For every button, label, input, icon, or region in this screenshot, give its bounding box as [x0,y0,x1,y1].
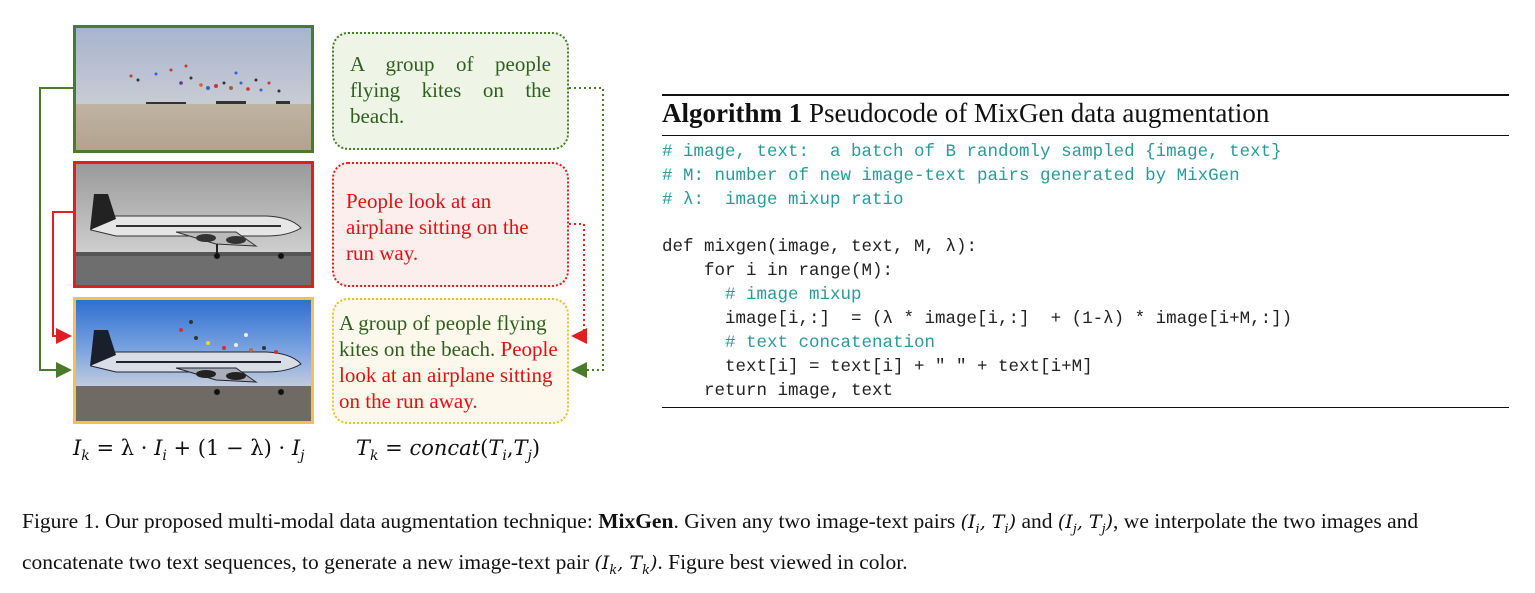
connector-arrows [39,87,604,378]
image-airplane [73,161,314,288]
text-box-caption-k: A group of people flying kites on the be… [332,298,569,424]
algorithm-mid-rule [662,135,1509,136]
caption-k-red-text: People look at an airplane sitting on th… [339,337,558,413]
image-mixed [73,297,314,424]
code-line: for i in range(M): [662,261,894,281]
caption-j-text: People look at an airplane sitting on th… [346,189,529,265]
algorithm-title: Algorithm 1 Pseudocode of MixGen data au… [662,98,1269,129]
algorithm-title-text: Pseudocode of MixGen data augmentation [808,98,1270,128]
arrow-text-j [569,223,587,344]
image-beach-kites [73,25,314,153]
text-concat-formula: Tk = concat(Ti,Tj) [356,436,541,465]
code-line: # λ: image mixup ratio [662,190,904,210]
code-line: # image mixup [662,285,862,305]
algorithm-bottom-rule [662,407,1509,408]
code-line: return image, text [662,381,894,401]
code-line: # image, text: a batch of B randomly sam… [662,142,1282,162]
code-line: image[i,:] = (λ * image[i,:] + (1-λ) * i… [662,309,1293,329]
algorithm-label: Algorithm 1 [662,98,803,128]
code-line: def mixgen(image, text, M, λ): [662,237,978,257]
text-box-caption-j: People look at an airplane sitting on th… [332,162,569,287]
image-mixup-formula: Ik = λ · Ii + (1 − λ) · Ij [73,436,305,465]
text-box-caption-i: A group of people flying kites on the be… [332,32,569,150]
caption-i-text: A group of people flying kites on the be… [350,52,551,128]
arrow-image-i [39,87,73,378]
code-line: # text concatenation [662,333,936,353]
arrow-image-j [52,211,73,344]
code-line: text[i] = text[i] + " " + text[i+M] [662,357,1093,377]
code-line: # M: number of new image-text pairs gene… [662,166,1240,186]
caption-k-green-text: A group of people flying kites on the be… [339,311,547,361]
arrow-text-i [569,87,604,378]
algorithm-top-rule [662,94,1509,96]
figure-caption: Figure 1. Our proposed multi-modal data … [22,509,1419,578]
